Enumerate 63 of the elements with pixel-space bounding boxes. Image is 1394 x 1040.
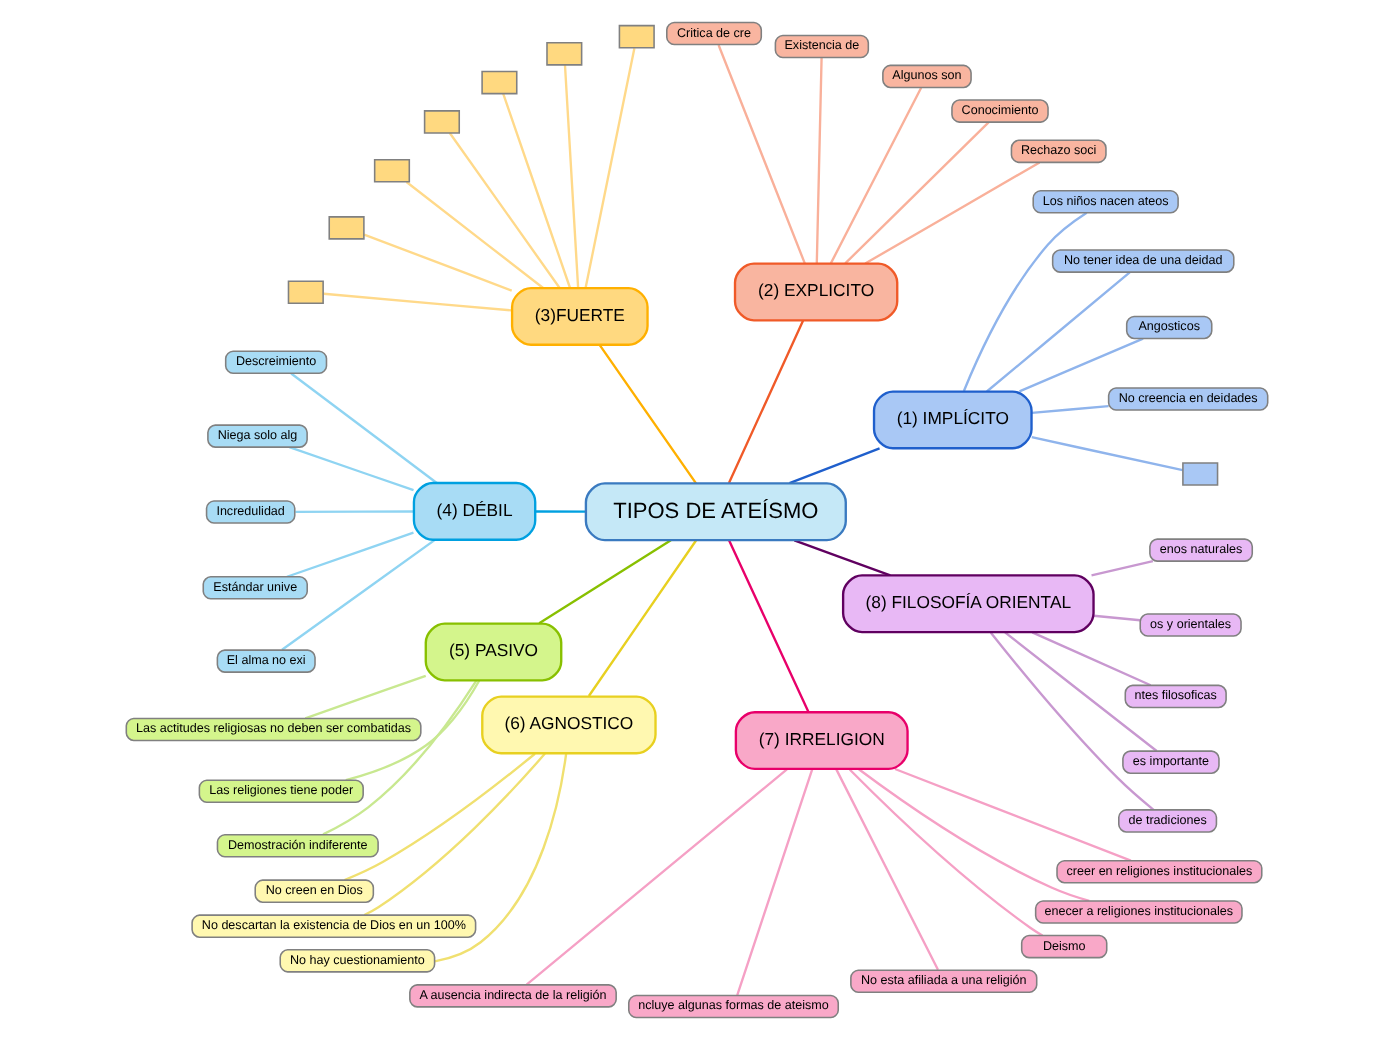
connector — [304, 674, 427, 720]
connector — [598, 344, 698, 485]
node-box: (5) PASIVO — [424, 622, 563, 682]
connector — [1031, 631, 1152, 687]
connector — [345, 680, 481, 782]
connector — [736, 768, 814, 996]
connector — [538, 539, 672, 625]
connector — [815, 57, 823, 264]
node-box — [328, 216, 365, 240]
connector — [989, 632, 1155, 811]
connector — [288, 446, 414, 492]
node-box — [423, 110, 461, 134]
node-box — [287, 280, 324, 304]
connector — [448, 132, 561, 289]
node-box: (1) IMPLÍCITO — [872, 390, 1033, 450]
connector — [344, 752, 536, 882]
connector — [525, 768, 788, 986]
node-box — [618, 24, 655, 49]
connector — [323, 292, 513, 312]
connector — [434, 753, 568, 963]
connector — [1091, 560, 1154, 577]
connector — [727, 539, 810, 713]
connector — [844, 121, 990, 265]
connector — [717, 44, 806, 264]
connector — [535, 510, 586, 513]
connector — [363, 752, 546, 917]
node-box — [546, 42, 583, 66]
connector — [1031, 436, 1183, 472]
connector — [727, 320, 805, 484]
node-box — [481, 70, 518, 95]
connector — [286, 531, 414, 578]
connector — [563, 64, 580, 288]
connector — [587, 539, 697, 697]
node-box: (7) IRRELIGION — [734, 711, 909, 771]
connector — [584, 47, 636, 289]
node-box: (4) DÉBIL — [412, 481, 537, 541]
connector — [864, 161, 1041, 265]
connector — [290, 372, 438, 484]
connector — [793, 539, 891, 577]
connector — [502, 93, 572, 289]
node-box: (6) AGNOSTICO — [481, 695, 657, 755]
connector — [829, 87, 923, 264]
connector — [281, 538, 436, 651]
connector — [848, 768, 1044, 937]
connector — [322, 679, 478, 836]
connector — [1031, 404, 1109, 415]
node-box — [1182, 462, 1219, 486]
connector — [789, 447, 880, 485]
connector — [986, 271, 1131, 393]
connector — [1004, 631, 1158, 752]
connector — [1093, 614, 1141, 622]
connector — [295, 510, 414, 514]
node-box: (2) EXPLICITO — [733, 262, 899, 322]
node-box: (8) FILOSOFÍA ORIENTAL — [841, 574, 1095, 634]
node-box: TIPOS DE ATEÍSMO — [584, 482, 847, 542]
connector — [1019, 337, 1144, 393]
node-box: (3)FUERTE — [510, 286, 649, 346]
node-box — [373, 158, 411, 183]
connector — [405, 181, 544, 289]
connector — [835, 768, 940, 971]
connector — [894, 767, 1132, 862]
connector — [962, 211, 1088, 392]
connector — [363, 233, 513, 292]
